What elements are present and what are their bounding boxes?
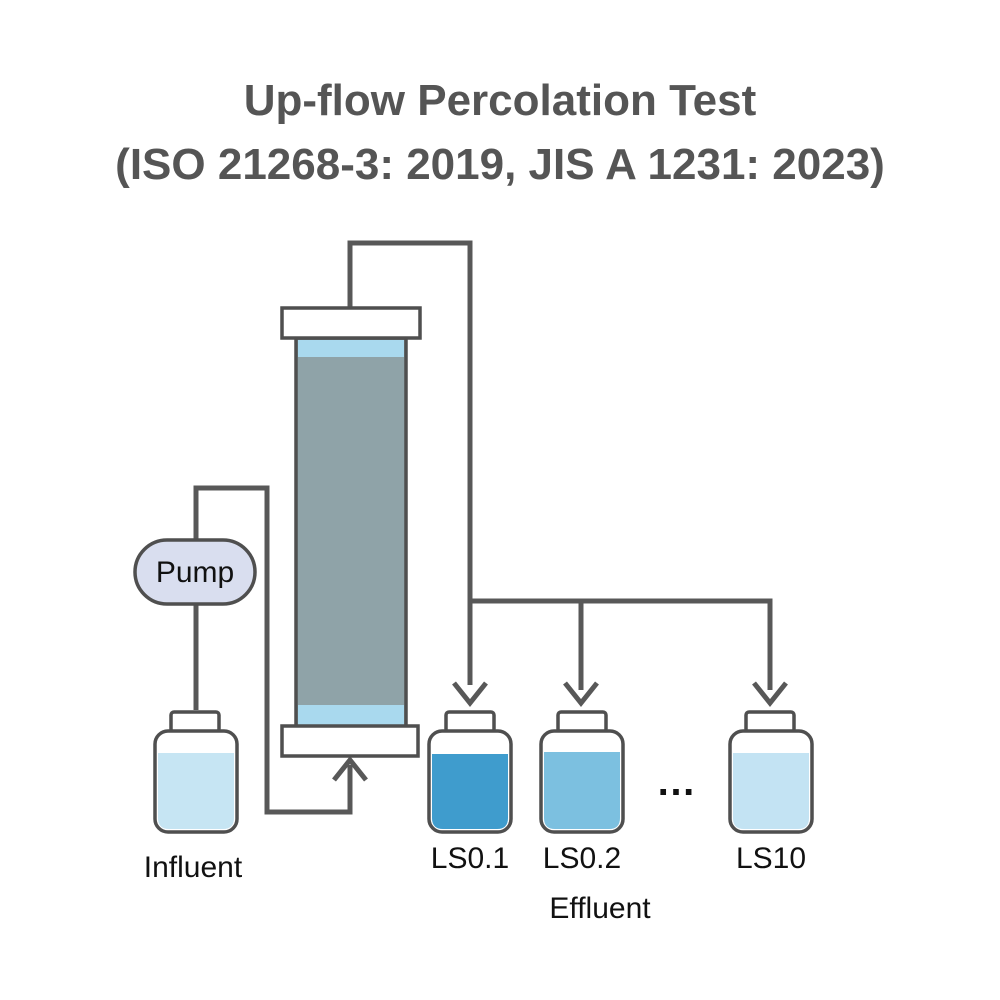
effluent-pipe-top [347,240,473,685]
ellipsis: … [656,760,696,804]
bottle-icon [153,710,239,834]
arrow-down-icon [452,681,488,708]
bottle-icon [427,710,513,834]
bottle-ls02-label: LS0.2 [543,842,621,875]
bottle-icon [539,710,625,834]
bottle-ls02-cap [556,710,608,734]
diagram-title: Up-flow Percolation Test [243,76,757,125]
arrow-up-icon [332,755,368,782]
column-bottom-cap [280,724,420,758]
bottle-ls01-label: LS0.1 [431,842,509,875]
column-top-cap [280,306,422,340]
pump-body [133,538,257,606]
bottle-ls01-liquid [432,754,508,829]
influent-label: Influent [144,851,243,884]
bottle-ls10-label: LS10 [736,842,806,875]
bottle-icon [728,710,814,834]
bottle-ls02-liquid [544,752,620,829]
bottle-ls10-cap [744,710,796,734]
column-media [294,336,408,730]
influent-pipe [193,485,353,815]
influent-liquid [158,753,234,829]
bottle-ls10-liquid [733,753,809,829]
effluent-label: Effluent [549,892,651,925]
column-bottom-water [298,705,404,726]
pump-label: Pump [156,556,234,589]
column-icon [280,306,422,758]
influent-bottle-cap [169,710,221,734]
column-top-water [298,340,404,357]
arrow-down-icon [752,681,788,708]
effluent-manifold [470,598,773,690]
arrow-down-icon [563,681,599,708]
bottle-ls01-cap [444,710,496,734]
diagram-subtitle: (ISO 21268-3: 2019, JIS A 1231: 2023) [115,140,885,189]
pump-icon: Pump [133,538,257,606]
